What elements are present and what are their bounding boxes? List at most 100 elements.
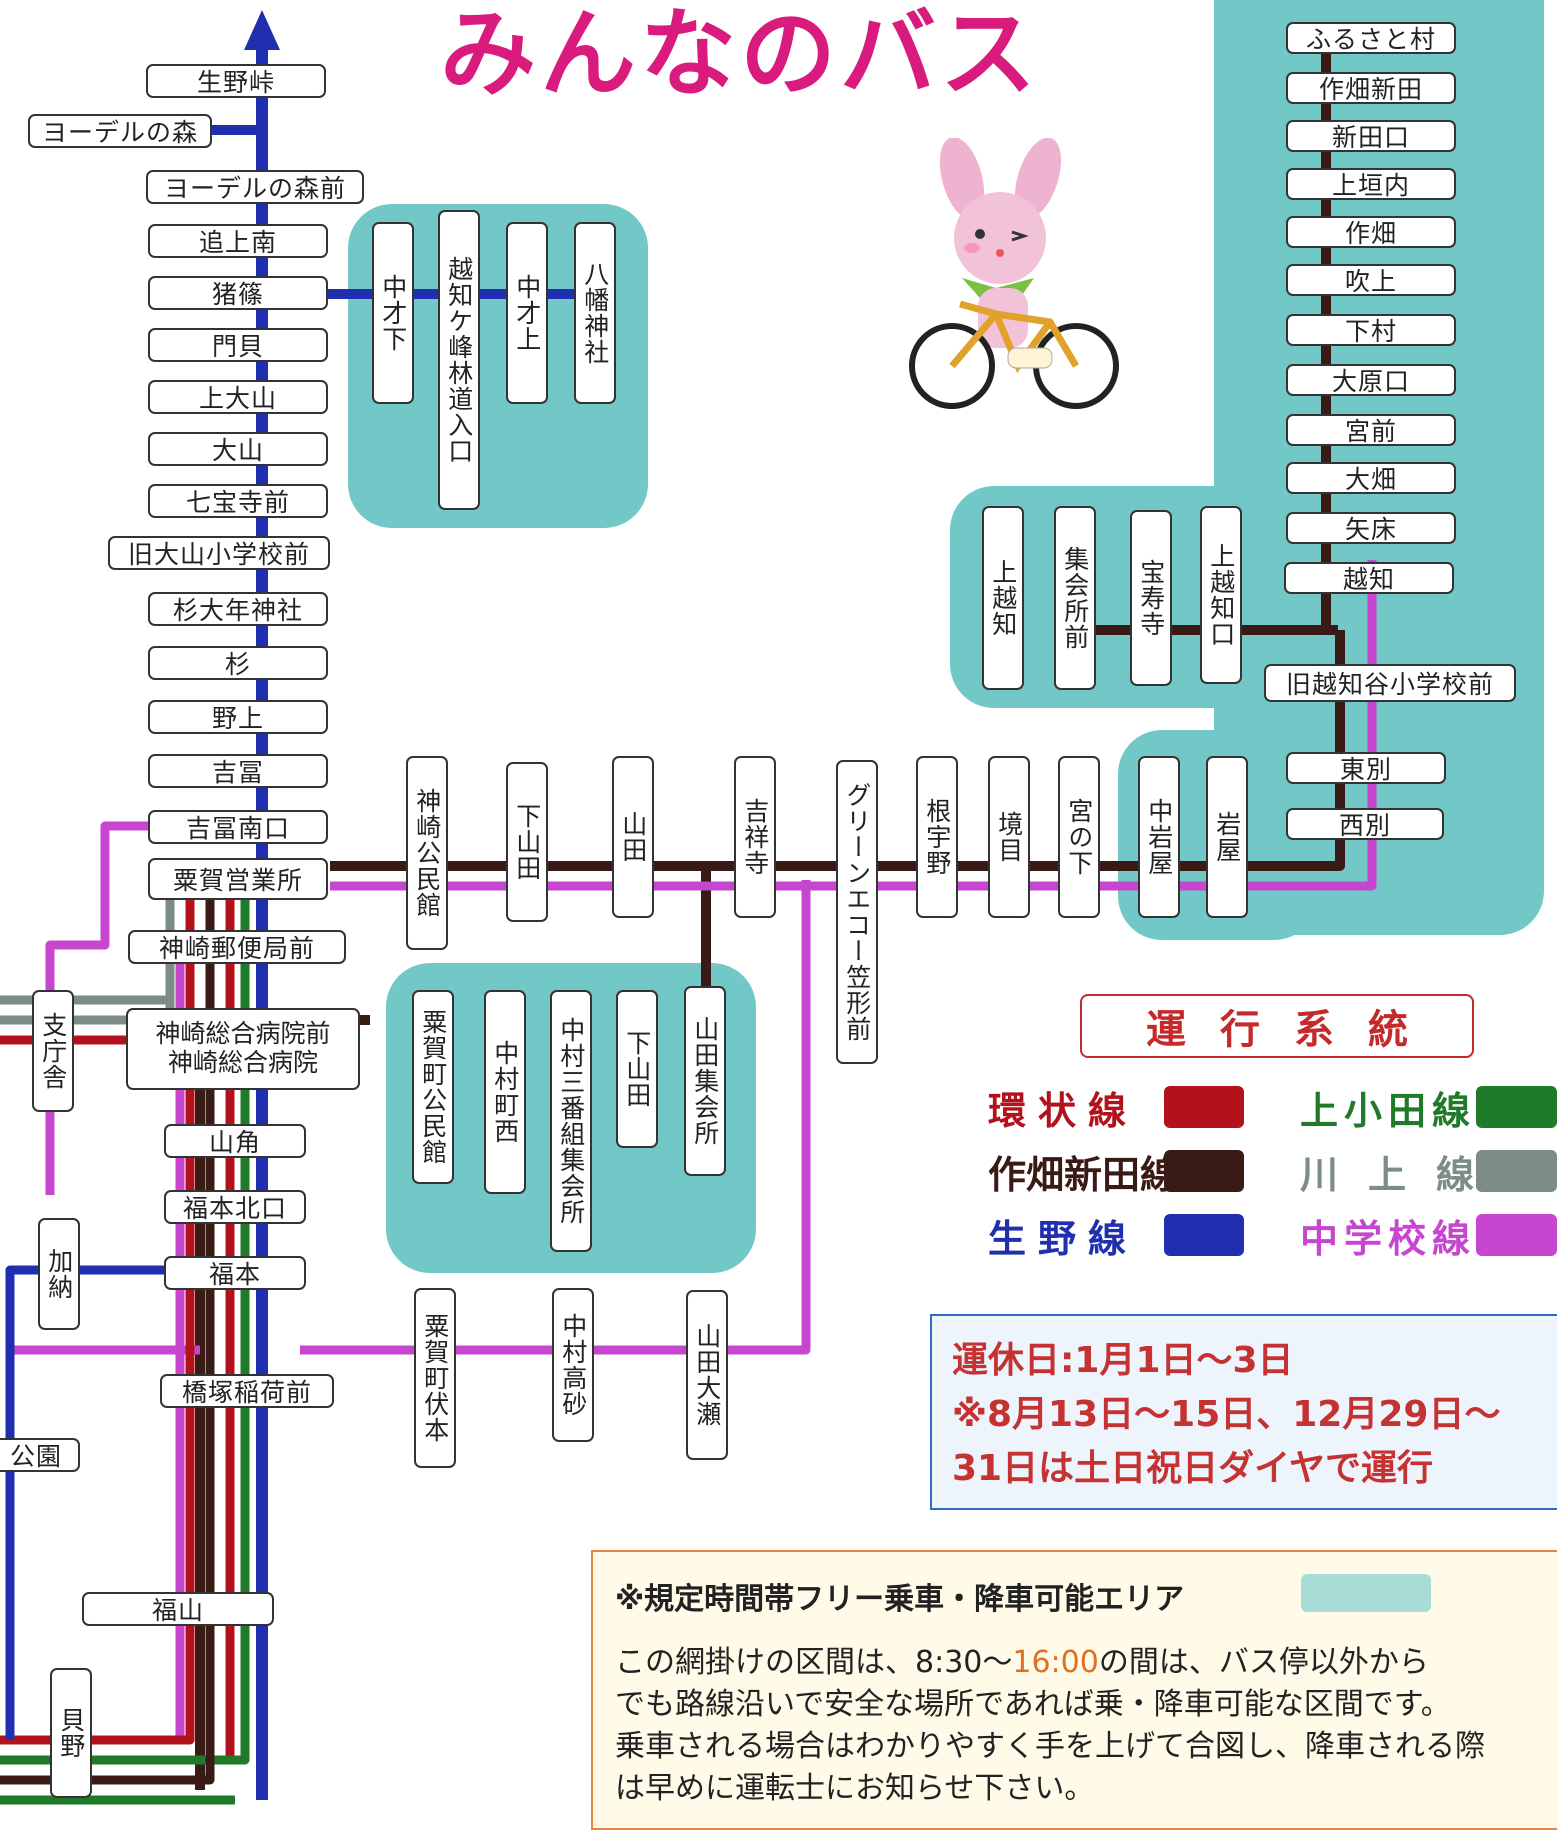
notice-line-2: ※8月13日～15日、12月29日～ [952,1394,1501,1435]
stop-yodel-forest-mae: ヨーデルの森前 [146,170,364,204]
stop-yamakado: 山角 [164,1124,306,1158]
stop-fukumoto: 福本 [164,1256,306,1290]
stop-hashizuka-inari: 橋塚稲荷前 [160,1374,334,1408]
stop-oyama: 大山 [148,432,328,466]
stop-ohata: 大畑 [1286,462,1456,494]
free-ride-line-4: は早めに運転士にお知らせ下さい。 [615,1771,1095,1806]
stop-green-echo: グリーンエコー笠形前 [836,760,878,1064]
stop-nakaiwaya: 中岩屋 [1138,756,1180,918]
stop-kyu-oyama-school: 旧大山小学校前 [108,536,330,570]
stop-nishibetsu: 西別 [1286,808,1444,840]
stop-kano: 加納 [38,1218,80,1330]
stop-oiue-minami: 追上南 [148,224,328,258]
stop-kanzaki-hospital: 神崎総合病院前 神崎総合病院 [126,1008,360,1090]
free-ride-line-2: でも路線沿いで安全な場所であれば乗・降車可能な区間です。 [615,1687,1451,1722]
stop-higashibetsu: 東別 [1286,752,1446,784]
stop-miyamae: 宮前 [1286,414,1456,446]
legend-swatch-ikuno [1164,1214,1244,1256]
stop-monkai: 門貝 [148,328,328,362]
stop-shimoyamada2: 下山田 [616,990,658,1148]
stop-sugi: 杉 [148,646,328,680]
stop-kamiochi: 上越知 [982,506,1024,690]
legend-swatch-kamioda [1476,1086,1557,1128]
free-ride-line-1: この網掛けの区間は、8:30～16:00の間は、バス停以外から [615,1642,1485,1684]
stop-fukuyama: 福山 [82,1592,274,1626]
stop-nakasaiue: 中才上 [506,222,548,404]
stop-kisshoji: 吉祥寺 [734,756,776,918]
stop-awaga-office: 粟賀営業所 [148,858,328,900]
stop-nogami: 野上 [148,700,328,734]
stop-koen: 公園 [0,1438,80,1472]
stop-nakamura-sanban: 中村三番組集会所 [550,990,592,1252]
free-ride-title: ※規定時間帯フリー乗車・降車可能エリア [615,1582,1185,1617]
free-ride-note: ※規定時間帯フリー乗車・降車可能エリア この網掛けの区間は、8:30～16:00… [591,1550,1557,1830]
north-arrow-icon [244,10,280,50]
stop-yatoko: 矢床 [1286,512,1456,544]
stop-hospital-mae-label: 神崎総合病院前 [155,1019,331,1049]
stop-ochigamine: 越知ケ峰林道入口 [438,210,480,510]
stop-kyu-ochidani-school: 旧越知谷小学校前 [1264,664,1516,702]
stop-shimomura: 下村 [1286,314,1456,346]
stop-inosasa: 猪篠 [148,276,328,310]
stop-awaga-fushimoto: 粟賀町伏本 [414,1288,456,1468]
stop-nitta-guchi: 新田口 [1286,120,1456,152]
stop-yamada: 山田 [612,756,654,918]
stop-furusato: ふるさと村 [1286,22,1456,54]
rabbit-on-bicycle-icon [909,138,1119,409]
stop-kamiochi-guchi: 上越知口 [1200,506,1242,684]
stop-kanzaki-post: 神崎郵便局前 [128,930,346,964]
legend-swatch-circular [1164,1086,1244,1128]
stop-ohara-guchi: 大原口 [1286,364,1456,396]
stop-nakamura-nishi: 中村町西 [484,990,526,1194]
free-ride-body: この網掛けの区間は、8:30～16:00の間は、バス停以外から でも路線沿いで安… [615,1642,1485,1810]
stop-yoshitomi: 吉冨 [148,754,328,788]
stop-miyanoshita: 宮の下 [1058,756,1100,918]
legend-swatch-kawakami [1476,1150,1557,1192]
stop-shimoyamada: 下山田 [506,762,548,922]
service-suspension-notice: 運休日:1月1日～3日 ※8月13日～15日、12月29日～ 31日は土日祝日ダ… [930,1314,1557,1510]
stop-sakuhata: 作畑 [1286,216,1456,248]
stop-shichosha: 支庁舎 [32,990,74,1112]
stop-yodel-forest: ヨーデルの森 [28,114,212,148]
stop-kaino: 貝野 [50,1668,92,1798]
stop-iwaya: 岩屋 [1206,756,1248,918]
stop-ochi: 越知 [1284,562,1454,594]
stop-nakasaishita: 中才下 [372,222,414,404]
stop-sakaime: 境目 [988,756,1030,918]
stop-ikunotouge: 生野峠 [146,64,326,98]
legend-label-circular: 環状線 [988,1089,1139,1133]
stop-fukumoto-kitaguchi: 福本北口 [164,1190,306,1224]
stop-kamigaito: 上垣内 [1286,168,1456,200]
stop-sakuhata-shinden: 作畑新田 [1286,72,1456,104]
stop-hojuji: 宝寿寺 [1130,510,1172,686]
free-ride-line-1-post: の間は、バス停以外から [1098,1645,1429,1680]
stop-kanzaki-hall: 神崎公民館 [406,756,448,950]
stop-hospital-label: 神崎総合病院 [167,1048,318,1077]
legend-label-kamioda: 上小田線 [1300,1089,1477,1133]
stop-nakamura-takasago: 中村高砂 [552,1288,594,1442]
notice-line-1: 運休日:1月1日～3日 [952,1340,1294,1381]
stop-kamioyama: 上大山 [148,380,328,414]
free-ride-swatch [1301,1574,1431,1612]
stop-yoshitomi-minamiguchi: 吉冨南口 [148,810,328,844]
legend-label-ikuno: 生野線 [988,1217,1139,1261]
stop-fukiage: 吹上 [1286,264,1456,296]
legend-swatch-junior-high [1476,1214,1557,1256]
legend-label-sakuhata-shinden: 作畑新田線 [988,1153,1179,1197]
stop-awaga-town-hall: 粟賀町公民館 [412,990,454,1184]
stop-yamada-shukaisho: 山田集会所 [684,986,726,1176]
free-ride-line-1-pre: この網掛けの区間は、8:30～ [615,1645,1013,1680]
stop-neuno: 根宇野 [916,756,958,918]
stop-yamada-ose: 山田大瀬 [686,1290,728,1460]
stop-shichihoji-mae: 七宝寺前 [148,484,328,518]
stop-shukaisho-mae: 集会所前 [1054,506,1096,690]
legend-label-junior-high: 中学校線 [1300,1217,1477,1261]
free-ride-line-3: 乗車される場合はわかりやすく手を上げて合図し、降車される際 [615,1729,1485,1764]
legend-swatch-sakuhata-shinden [1164,1150,1244,1192]
notice-line-3: 31日は土日祝日ダイヤで運行 [952,1448,1434,1489]
stop-sugi-onen-shrine: 杉大年神社 [148,592,328,626]
stop-hachiman: 八幡神社 [574,222,616,404]
legend-label-kawakami: 川上線 [1300,1153,1505,1197]
free-ride-time: 16:00 [1012,1645,1099,1680]
